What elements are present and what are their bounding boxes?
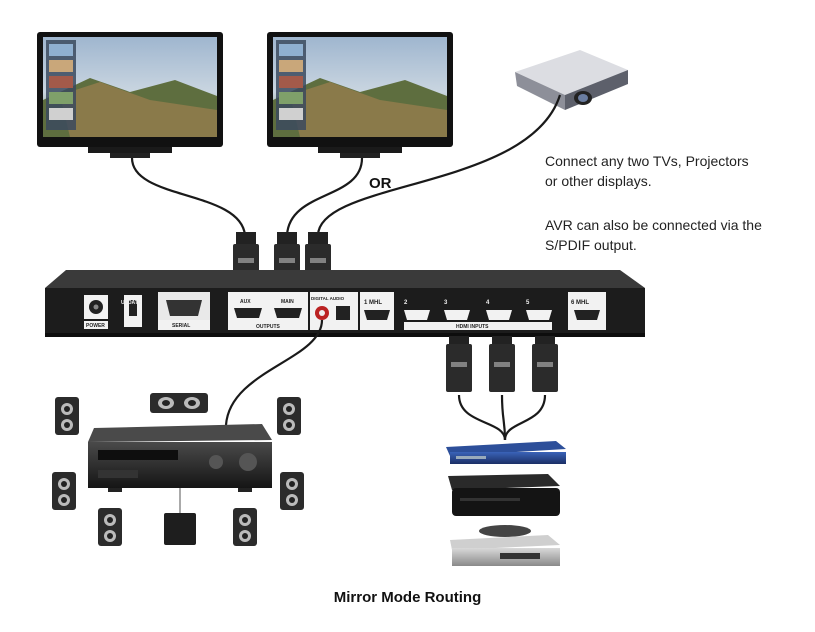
main-label: MAIN [281,299,294,305]
spdif-cable [224,319,324,426]
tv-right [267,32,453,158]
input-label-2: 2 [404,300,408,306]
description-line-1: Connect any two TVs, Projectors [545,153,749,169]
panel-labels: POWER UPDATE SERIAL AUX MAIN OUTPUTS DIG… [86,296,589,330]
speaker-side-right [280,472,304,510]
input-label-6: 6 MHL [571,300,589,306]
description-line-4: S/PDIF output. [545,237,637,253]
speaker-rear-left [98,508,122,546]
hdmi-plug-input-a [446,336,472,392]
output-cables [130,94,562,236]
power-label: POWER [86,323,105,329]
av-receiver [88,424,272,492]
description-line-2: or other displays. [545,173,652,189]
input-label-5: 5 [526,300,530,306]
digital-audio-label: DIGITAL AUDIO [311,296,345,301]
speaker-front-left [55,397,79,435]
hdmi-inputs-label: HDMI INPUTS [456,324,489,330]
speaker-side-left [52,472,76,510]
projector-icon [515,50,628,110]
aux-label: AUX [240,299,251,305]
hdmi-plug-input-c [532,336,558,392]
hdmi-plug-input-b [489,336,515,392]
or-label: OR [369,175,392,192]
serial-label: SERIAL [172,323,190,329]
subwoofer [164,488,196,545]
usb-label: UPDATE [121,300,142,306]
input-label-3: 3 [444,300,448,306]
description-line-3: AVR can also be connected via the [545,217,762,233]
speaker-front-right [277,397,301,435]
speaker-rear-right [233,508,257,546]
input-label-1: 1 MHL [364,300,382,306]
bluray-player [446,441,566,464]
game-console [448,474,560,516]
outputs-label: OUTPUTS [256,324,281,330]
set-top-box [450,525,560,566]
input-label-4: 4 [486,300,490,306]
hdmi-switch [45,270,645,337]
input-cables [457,394,547,441]
tv-left [37,32,223,158]
diagram-caption: Mirror Mode Routing [333,589,482,606]
speaker-center [150,393,208,413]
